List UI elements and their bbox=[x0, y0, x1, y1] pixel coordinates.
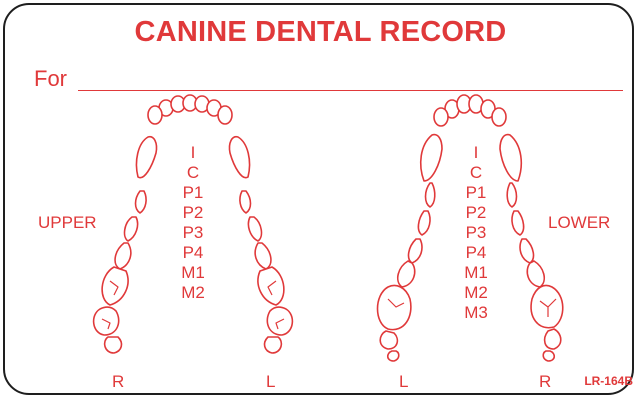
lower-tooth-label: P1 bbox=[451, 183, 501, 203]
upper-tooth-label: P4 bbox=[168, 243, 218, 263]
upper-incisor-tooth bbox=[218, 106, 232, 124]
lower-premolar-tooth bbox=[426, 183, 435, 207]
lower-canine-tooth bbox=[421, 135, 442, 181]
lower-tooth-label: P4 bbox=[451, 243, 501, 263]
lower-premolar-tooth bbox=[418, 211, 430, 235]
upper-molar-tooth bbox=[105, 337, 122, 353]
lower-tooth-label: P3 bbox=[451, 223, 501, 243]
upper-premolar-tooth bbox=[136, 191, 147, 213]
upper-tooth-label: M1 bbox=[168, 263, 218, 283]
lower-premolar-tooth bbox=[409, 239, 422, 263]
lower-premolar-tooth bbox=[507, 183, 516, 207]
lower-molar-tooth bbox=[545, 329, 561, 349]
lower-molar-tooth bbox=[378, 286, 411, 330]
lower-incisor-tooth bbox=[492, 108, 506, 126]
upper-premolar-tooth bbox=[248, 217, 261, 241]
upper-molar-tooth bbox=[265, 337, 282, 353]
lower-premolar-tooth bbox=[520, 239, 533, 263]
upper-premolar-tooth bbox=[255, 243, 271, 269]
upper-incisor-tooth bbox=[148, 106, 162, 124]
upper-premolar-tooth bbox=[102, 267, 128, 305]
upper-tooth-label: I bbox=[168, 143, 218, 163]
lower-molar-tooth bbox=[380, 331, 397, 349]
upper-teeth-list: I C P1 P2 P3 P4 M1 M2 bbox=[168, 143, 218, 303]
upper-tooth-label: C bbox=[168, 163, 218, 183]
lower-premolar-tooth bbox=[527, 261, 544, 287]
upper-premolar-tooth bbox=[258, 267, 284, 305]
lower-left-side-label: L bbox=[399, 372, 408, 392]
lower-right-side-label: R bbox=[539, 372, 551, 392]
lower-molar-tooth bbox=[543, 351, 554, 361]
card-title: CANINE DENTAL RECORD bbox=[0, 16, 641, 49]
lower-tooth-label: C bbox=[451, 163, 501, 183]
lower-canine-tooth bbox=[500, 135, 521, 181]
for-name-line[interactable] bbox=[78, 90, 623, 91]
lower-tooth-label: P2 bbox=[451, 203, 501, 223]
upper-premolar-tooth bbox=[125, 217, 138, 241]
upper-canine-tooth bbox=[136, 137, 156, 178]
lower-tooth-label: M1 bbox=[451, 263, 501, 283]
upper-premolar-tooth bbox=[115, 243, 131, 269]
upper-left-side-label: L bbox=[266, 372, 275, 392]
lower-teeth-list: I C P1 P2 P3 P4 M1 M2 M3 bbox=[451, 143, 501, 323]
upper-tooth-label: M2 bbox=[168, 283, 218, 303]
lower-premolar-tooth bbox=[398, 261, 415, 287]
upper-right-side-label: R bbox=[112, 372, 124, 392]
upper-canine-tooth bbox=[229, 137, 249, 178]
lower-tooth-label: M3 bbox=[451, 303, 501, 323]
lower-incisor-tooth bbox=[434, 108, 448, 126]
lower-tooth-label: M2 bbox=[451, 283, 501, 303]
lower-tooth-label: I bbox=[451, 143, 501, 163]
lower-premolar-tooth bbox=[512, 211, 524, 235]
upper-tooth-label: P1 bbox=[168, 183, 218, 203]
for-label: For bbox=[34, 66, 67, 92]
upper-tooth-label: P2 bbox=[168, 203, 218, 223]
upper-tooth-label: P3 bbox=[168, 223, 218, 243]
lower-jaw-label: LOWER bbox=[548, 213, 610, 233]
lower-molar-tooth bbox=[388, 351, 399, 361]
upper-jaw-label: UPPER bbox=[38, 213, 97, 233]
upper-premolar-tooth bbox=[240, 191, 251, 213]
form-code: LR-164B bbox=[584, 374, 633, 388]
